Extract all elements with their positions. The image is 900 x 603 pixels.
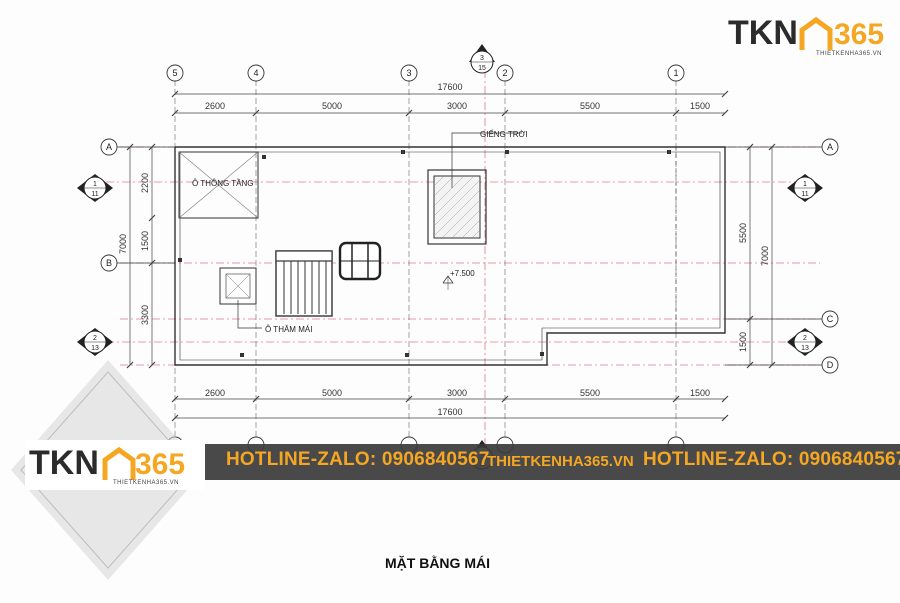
dim-right-total: 7000 xyxy=(760,246,770,266)
axis-label-2: 2 xyxy=(502,68,507,78)
label-void: Ô THÔNG TẦNG xyxy=(192,178,254,188)
roof-hatch xyxy=(219,267,262,329)
house-icon xyxy=(799,16,833,50)
section-left-lower-num: 2 xyxy=(93,335,97,342)
level-marker xyxy=(442,275,454,290)
axis-lines xyxy=(174,80,677,445)
column-marks xyxy=(178,150,671,357)
banner-hotline-right: HOTLINE-ZALO: 0906840567 xyxy=(643,449,900,470)
label-skylight: GIẾNG TRỜI xyxy=(480,129,528,139)
axis-label-1: 1 xyxy=(673,68,678,78)
dim-bottom-5: 1500 xyxy=(690,388,710,398)
dim-top-4: 5500 xyxy=(580,101,600,111)
banner-hotline-left: HOTLINE-ZALO: 0906840567 xyxy=(226,449,490,470)
logo-tkn-left: TKN xyxy=(29,444,99,482)
dim-right-2: 1500 xyxy=(738,332,748,352)
dim-left-total: 7000 xyxy=(118,234,128,254)
dim-top-2: 5000 xyxy=(322,101,342,111)
section-right-upper-sheet: 11 xyxy=(801,191,808,198)
dimension-lines xyxy=(126,90,776,422)
section-right-lower-sheet: 13 xyxy=(801,345,809,352)
dim-total-bottom: 17600 xyxy=(437,407,462,417)
logo-tkn-top: TKN xyxy=(728,14,798,52)
logo-tagline-top: THIETKENHA365.VN xyxy=(816,51,883,57)
logo-365-top: 365 xyxy=(834,18,885,51)
axis-label-3: 3 xyxy=(406,68,411,78)
drawing-title: MẶT BẰNG MÁI xyxy=(385,555,490,571)
brand-logo-top: TKN 365 THIETKENHA365.VN xyxy=(728,14,893,59)
label-level: +7.500 xyxy=(450,269,475,278)
axis-label-a-right: A xyxy=(827,142,833,152)
water-tank xyxy=(338,241,382,281)
dim-right-1: 5500 xyxy=(738,223,748,243)
dim-bottom-2: 5000 xyxy=(322,388,342,398)
section-left-lower-sheet: 13 xyxy=(91,345,99,352)
dim-total-top: 17600 xyxy=(437,82,462,92)
axis-label-c-right: C xyxy=(827,314,834,324)
dim-left-2: 1500 xyxy=(140,231,150,251)
dim-left-1: 2200 xyxy=(140,173,150,193)
dim-bottom-4: 5500 xyxy=(580,388,600,398)
section-right-upper-num: 1 xyxy=(803,181,807,188)
hotline-banner xyxy=(205,444,900,480)
dim-bottom-1: 2600 xyxy=(205,388,225,398)
axis-label-b-left: B xyxy=(106,258,112,268)
axis-leaders xyxy=(117,146,822,366)
brand-logo-left: TKN 365 THIETKENHA365.VN xyxy=(25,440,205,490)
section-left-upper-num: 1 xyxy=(93,181,97,188)
section-top-sheet: 15 xyxy=(478,65,486,72)
section-right-lower-num: 2 xyxy=(803,335,807,342)
solar-water-heater xyxy=(275,250,333,317)
dim-bottom-3: 3000 xyxy=(447,388,467,398)
section-left-upper-sheet: 11 xyxy=(91,191,98,198)
dim-top-3: 3000 xyxy=(447,101,467,111)
logo-tagline-left: THIETKENHA365.VN xyxy=(113,480,180,486)
axis-label-4: 4 xyxy=(253,68,258,78)
axis-label-d-right: D xyxy=(827,360,834,370)
axis-label-5: 5 xyxy=(172,68,177,78)
axis-label-a-left: A xyxy=(106,142,112,152)
void-opening xyxy=(178,151,259,219)
dim-top-5: 1500 xyxy=(690,101,710,111)
dim-left-3: 3300 xyxy=(140,305,150,325)
label-roof-hatch: Ô THĂM MÁI xyxy=(265,325,312,334)
banner-website: THIETKENHA365.VN xyxy=(487,453,634,470)
logo-365-left: 365 xyxy=(135,448,186,481)
section-top-num: 3 xyxy=(480,55,484,62)
skylight xyxy=(427,132,522,245)
dim-top-1: 2600 xyxy=(205,101,225,111)
house-icon xyxy=(102,446,136,480)
